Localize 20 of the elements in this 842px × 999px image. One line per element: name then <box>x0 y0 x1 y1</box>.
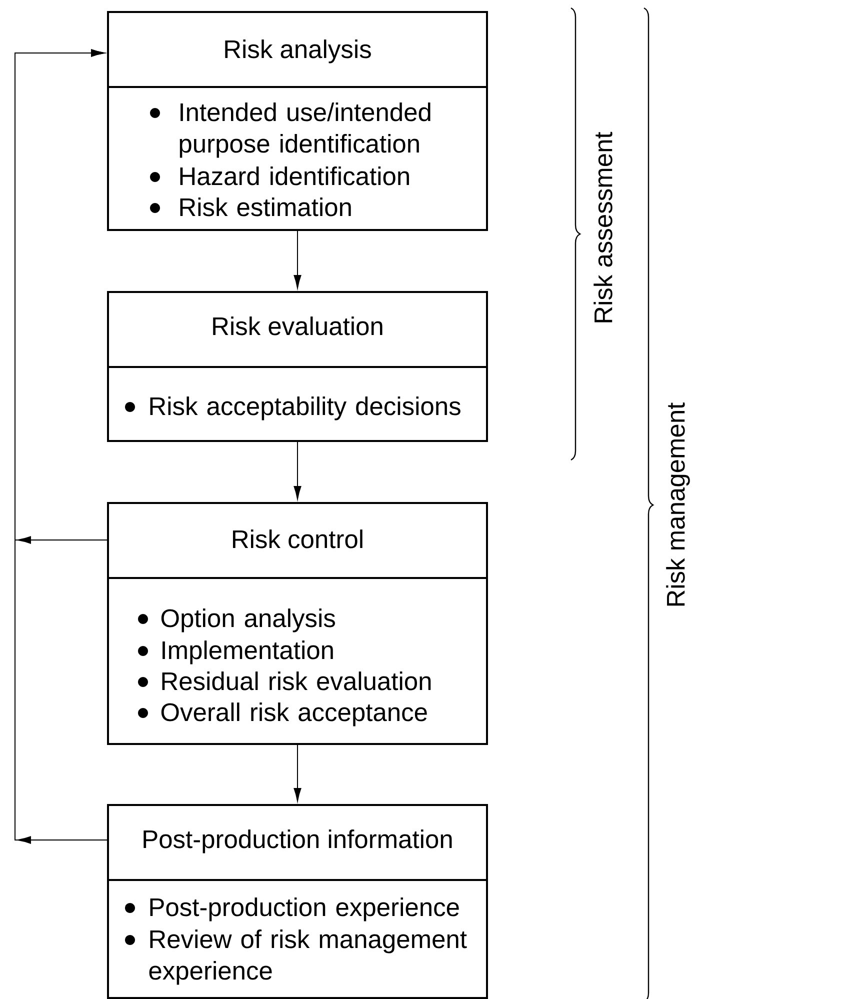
brace-label: Risk management <box>666 402 690 606</box>
brace-label: Risk assessment <box>594 132 612 322</box>
bullet-item: Risk acceptability decisions <box>125 396 460 420</box>
bullet-item: Risk estimation <box>150 198 351 216</box>
bullet-item: Overall risk acceptance <box>138 702 427 726</box>
process-box: Risk analysis Intended use/intended purpose identification Hazard identification Risk estimation <box>107 11 488 231</box>
bullet-item: Hazard identification <box>150 166 409 186</box>
bullet-item: Option analysis <box>138 608 335 632</box>
arrow <box>294 744 302 802</box>
bullet-item: Post-production experience <box>125 898 459 922</box>
bullet-item: Intended use/intended purpose identification <box>150 102 430 158</box>
arrow <box>294 442 302 500</box>
process-box: Risk evaluation Risk acceptability decisions <box>107 291 488 442</box>
bullet-item: Review of risk management experience <box>125 930 467 985</box>
process-box: Post-production information Post-production experience Review of risk management experience <box>107 804 488 999</box>
feedback-arrow <box>14 49 108 844</box>
bullet-item: Implementation <box>138 640 333 664</box>
process-box: Risk control Option analysis Implementation Residual risk evaluation Overall risk acceptance <box>107 502 488 745</box>
arrow <box>294 230 302 288</box>
bullet-item: Residual risk evaluation <box>138 672 431 690</box>
